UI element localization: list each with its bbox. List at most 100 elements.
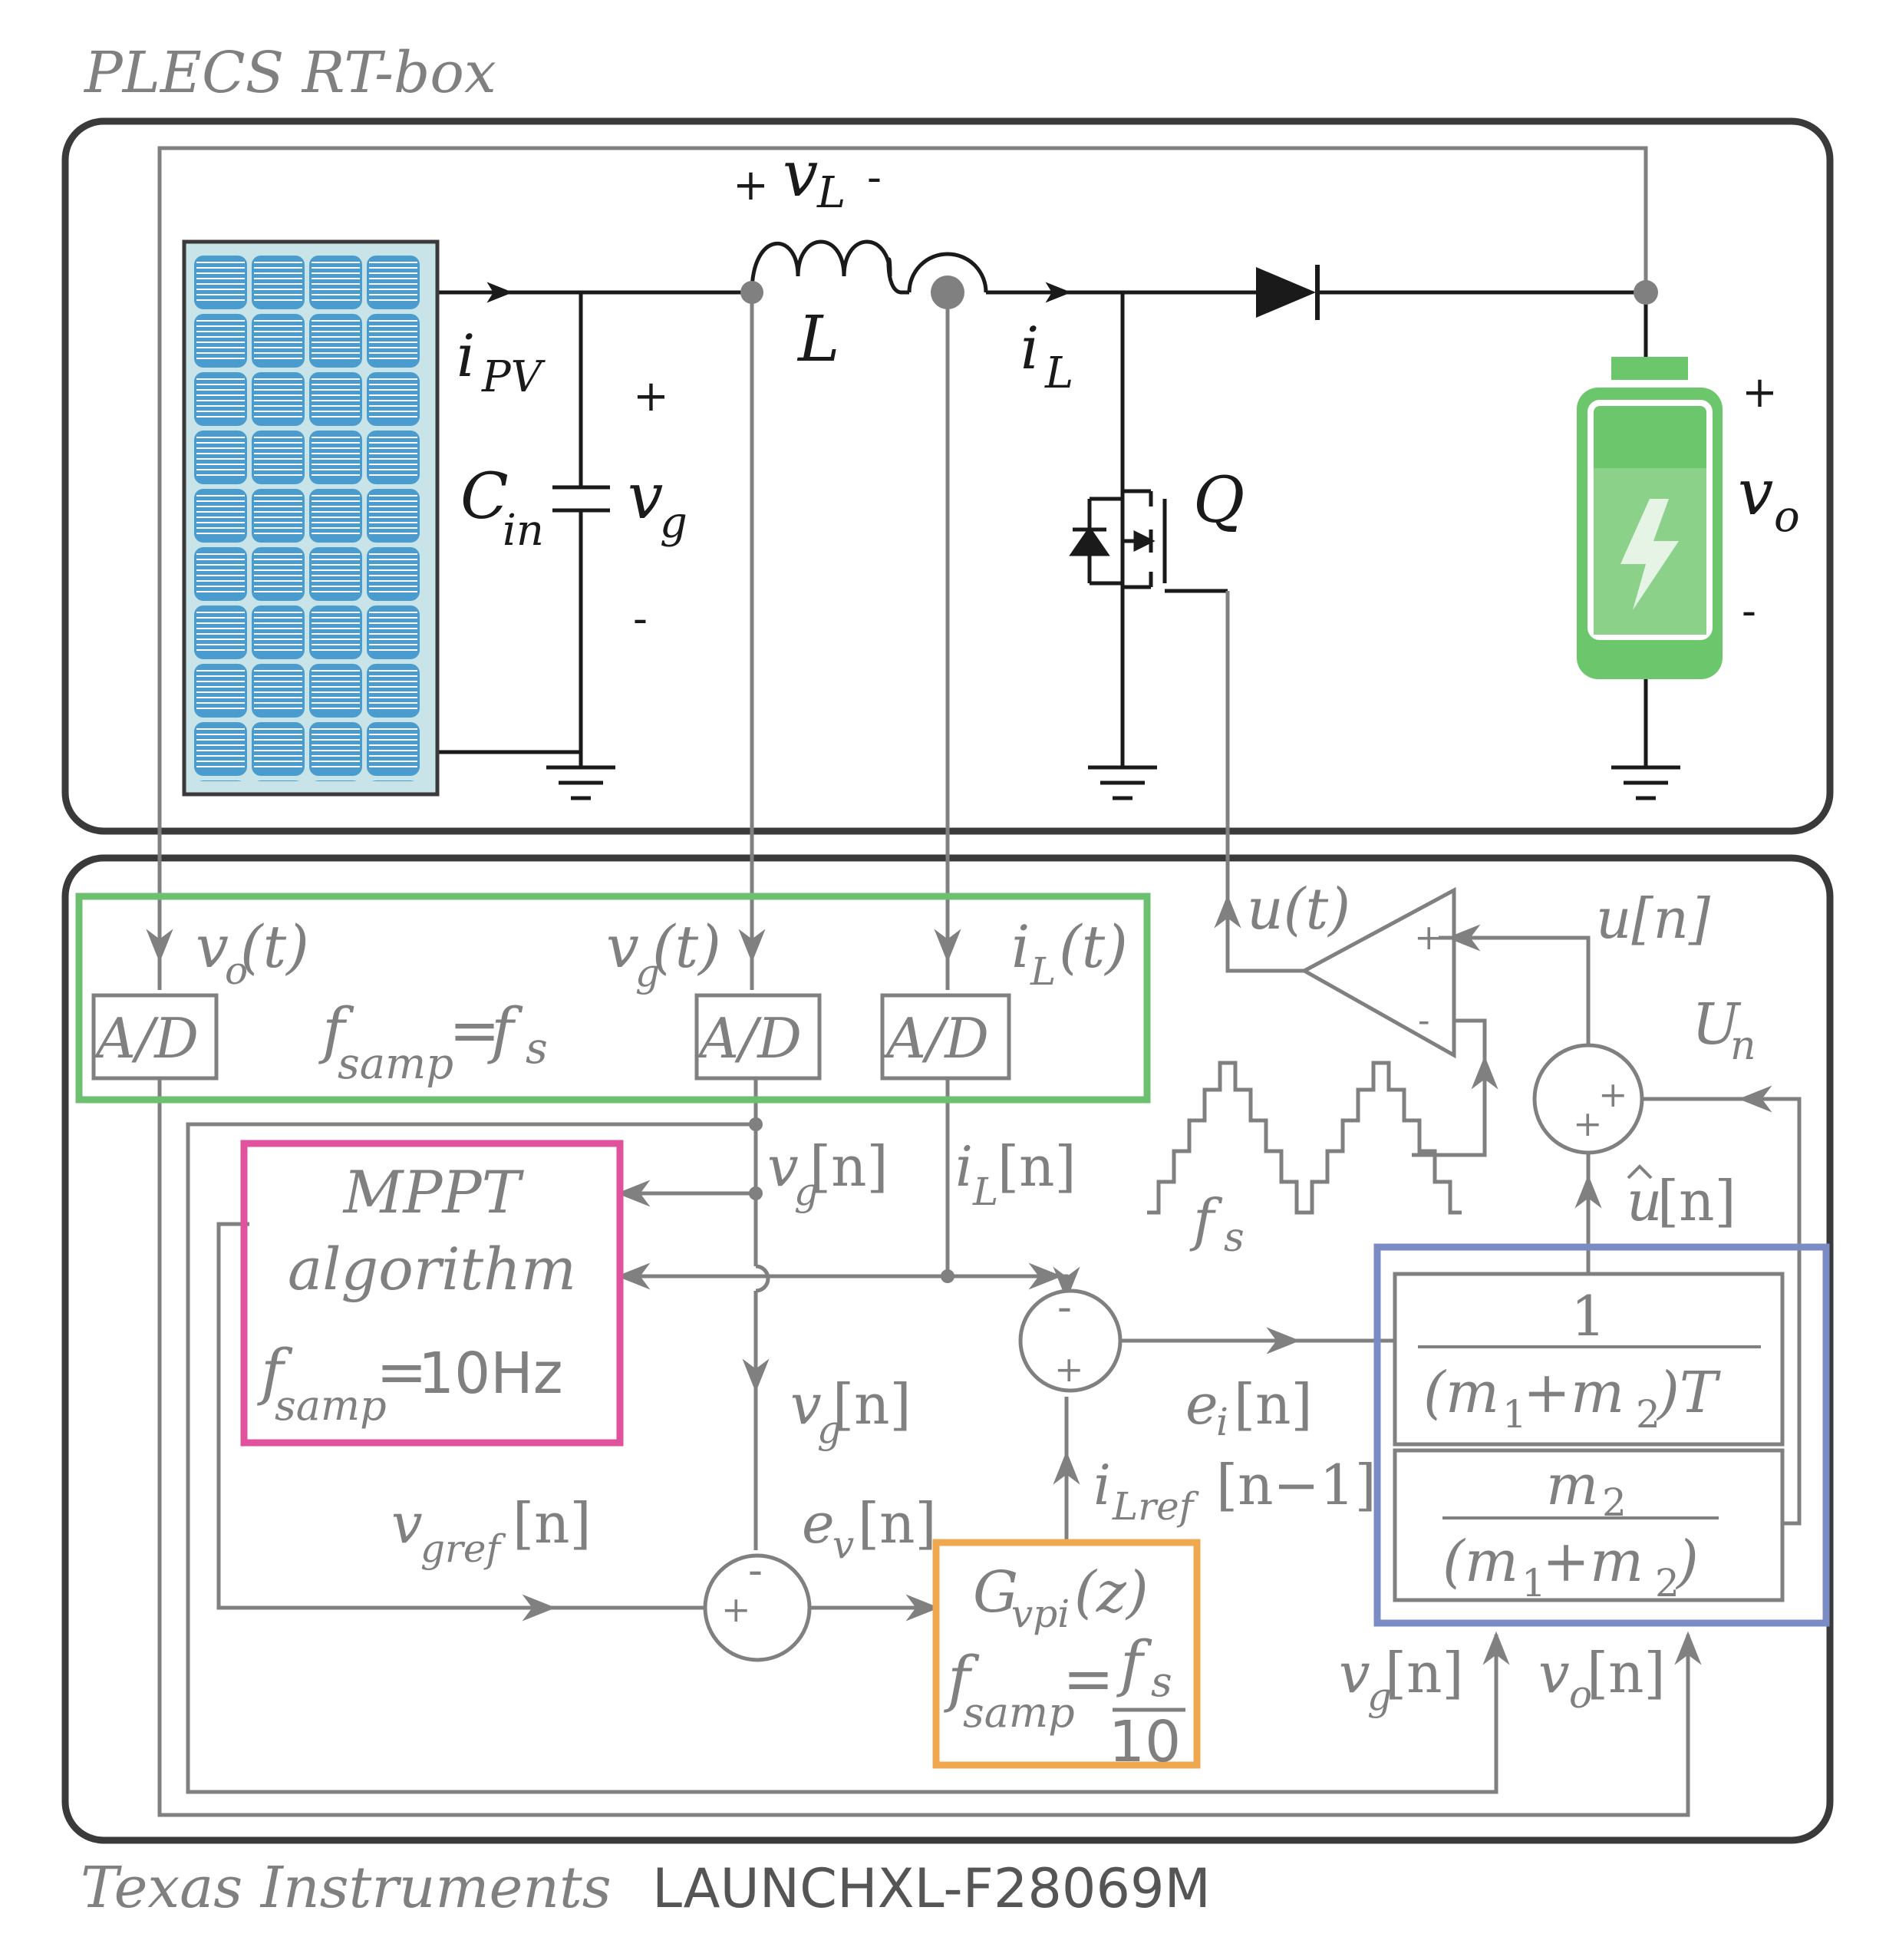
diode — [1256, 265, 1320, 320]
label-vo-sub: o — [1774, 492, 1800, 542]
block1-den-b: +m — [1523, 1360, 1624, 1426]
signal-wires — [146, 146, 1802, 1817]
ev-e: e — [802, 1491, 835, 1556]
junction-dot — [749, 1117, 763, 1131]
label-Un-sub: n — [1730, 1023, 1756, 1069]
vgref-sub: gref — [420, 1526, 506, 1571]
fsamp-eq: = — [449, 995, 500, 1066]
vgn-label2-sub: g — [817, 1407, 842, 1452]
vgn-label1: v — [767, 1134, 799, 1199]
mppt-fsamp-sub: samp — [275, 1381, 387, 1430]
power-circuit — [437, 239, 1648, 767]
pv-panel — [182, 239, 440, 797]
ground-symbols — [546, 765, 1680, 800]
vg-bottom: v — [1339, 1641, 1370, 1705]
hat-mark — [1627, 1164, 1653, 1180]
block2-den-b: +m — [1542, 1529, 1643, 1595]
gvpi-fs-f: f — [1116, 1628, 1152, 1699]
sig-il: i — [1011, 912, 1030, 981]
vgn-label1-sub: g — [794, 1170, 819, 1214]
label-uhat: u — [1627, 1169, 1662, 1233]
block1-den-2: 2 — [1636, 1392, 1660, 1437]
vg-bottom-sub: g — [1367, 1675, 1392, 1719]
adc-vo: A/D — [91, 1006, 199, 1071]
sum2-plus: + — [721, 1589, 751, 1630]
gvpi-eq: = — [1063, 1643, 1114, 1714]
vl-minus: - — [867, 153, 882, 203]
mosfet-q — [1069, 489, 1228, 593]
ilref-n: [n−1] — [1216, 1453, 1376, 1517]
vl-plus: + — [733, 160, 769, 210]
bottom-box-title: Texas Instruments — [81, 1855, 612, 1921]
duty-gain-block — [1393, 1272, 1785, 1447]
adc-il: A/D — [882, 1006, 989, 1071]
vo-bottom: v — [1538, 1641, 1570, 1705]
block2-den-c: ) — [1675, 1529, 1699, 1595]
vg-plus: + — [633, 371, 669, 421]
m2-gain-block — [1393, 1448, 1785, 1602]
block1-den-c: )T — [1656, 1360, 1721, 1426]
sum-junctions — [703, 1043, 1644, 1662]
ilref-sub: Lref — [1112, 1484, 1199, 1529]
sig-vo-t: (t) — [240, 912, 309, 981]
iln-label: i — [955, 1134, 973, 1199]
gvpi-arg: (z) — [1074, 1559, 1149, 1625]
sum3-plus-right: + — [1598, 1074, 1628, 1115]
label-vg: v — [628, 460, 663, 533]
adc-vg: A/D — [694, 1006, 802, 1071]
vo-minus: - — [1742, 586, 1756, 636]
board-name: LAUNCHXL-F28069M — [652, 1857, 1211, 1920]
comp-plus: + — [1414, 916, 1444, 958]
carrier-waveform — [1147, 1061, 1462, 1215]
ei-n: [n] — [1234, 1372, 1313, 1437]
label-cin-sub: in — [503, 506, 544, 556]
label-un: u[n] — [1596, 886, 1711, 951]
gvpi-g: G — [973, 1559, 1018, 1625]
sum3-plus-bottom: + — [1573, 1103, 1603, 1144]
gvpi-ten: 10 — [1109, 1709, 1181, 1775]
label-ut: u(t) — [1247, 876, 1350, 942]
sig-il-sub: L — [1030, 949, 1056, 994]
ei-e: e — [1185, 1372, 1218, 1437]
sig-il-t: (t) — [1059, 912, 1128, 981]
mppt-subtitle: algorithm — [288, 1235, 576, 1303]
block2-num: m — [1546, 1453, 1598, 1517]
sum2-minus: - — [748, 1546, 763, 1595]
gvpi-sub: vpi — [1011, 1592, 1070, 1636]
sig-vg-t: (t) — [652, 912, 721, 981]
adc-group — [75, 893, 1151, 1104]
sig-vo-sub: o — [225, 949, 248, 993]
label-vl-sub: L — [816, 168, 846, 218]
label-il: i — [1020, 314, 1039, 382]
label-ipv: i — [457, 322, 475, 390]
vg-minus: - — [633, 594, 648, 644]
iln-label-sub: L — [972, 1170, 998, 1214]
mppt-eq: = — [376, 1336, 427, 1407]
vgn-label2: v — [790, 1372, 822, 1437]
block1-num: 1 — [1571, 1284, 1606, 1348]
label-vo: v — [1738, 457, 1773, 530]
vgref-v: v — [391, 1491, 423, 1556]
gvpi-fsamp-sub: samp — [963, 1688, 1075, 1737]
block2-den-a: (m — [1442, 1529, 1518, 1595]
fs-sub: s — [526, 1024, 548, 1074]
sum1-minus: - — [1057, 1282, 1072, 1332]
mppt-rate: 10Hz — [418, 1341, 563, 1407]
label-ipv-sub: PV — [481, 352, 546, 402]
gvpi-fs-sub: s — [1151, 1658, 1172, 1706]
label-il-sub: L — [1044, 348, 1073, 398]
adc-boxes — [91, 993, 1011, 1081]
vo-plus: + — [1742, 368, 1778, 417]
gvpi-block — [932, 1539, 1201, 1769]
fsamp-sub: samp — [338, 1039, 453, 1089]
label-inductor: L — [796, 303, 839, 376]
sig-vg-sub: g — [635, 951, 660, 995]
block2-den-2: 2 — [1655, 1561, 1680, 1605]
sig-vg: v — [606, 912, 639, 981]
comp-minus: - — [1418, 999, 1430, 1041]
block1-den-a: (m — [1423, 1360, 1499, 1426]
vg-bottom-n: [n] — [1385, 1641, 1464, 1705]
carrier-fs-sub: s — [1224, 1215, 1245, 1261]
fs-f: f — [487, 995, 523, 1066]
